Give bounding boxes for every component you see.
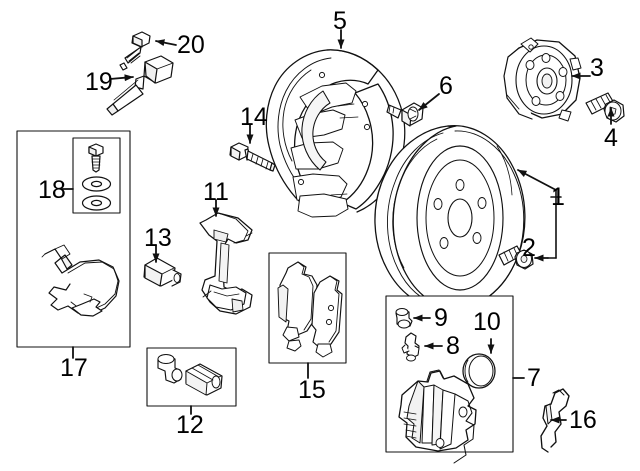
box-18-bolt-washer-kit [72, 137, 121, 214]
part-3-wheel-hub [503, 37, 582, 122]
callout-1[interactable]: 1 [551, 183, 565, 211]
callout-4[interactable]: 4 [604, 124, 618, 152]
callout-20[interactable]: 20 [177, 31, 205, 59]
callout-2[interactable]: 2 [522, 234, 536, 262]
callout-13[interactable]: 13 [144, 224, 172, 252]
box-12-guide-pin-kit [146, 347, 237, 407]
leader-lines [61, 29, 615, 424]
part-19-abs-sensor [106, 55, 174, 116]
callout-19[interactable]: 19 [85, 68, 113, 96]
callout-8[interactable]: 8 [446, 332, 460, 360]
part-6-shield-screw [386, 102, 424, 127]
callout-7[interactable]: 7 [527, 364, 541, 392]
callout-11[interactable]: 11 [203, 178, 229, 206]
part-20-flange-bolt [119, 31, 151, 71]
callout-14[interactable]: 14 [240, 103, 268, 131]
box-15-brake-pads [268, 252, 347, 364]
part-14-bracket-bolt [229, 142, 276, 172]
callout-9[interactable]: 9 [434, 304, 448, 332]
callout-15[interactable]: 15 [298, 376, 326, 404]
part-5-dust-shield [265, 49, 406, 218]
callout-6[interactable]: 6 [439, 72, 453, 100]
callout-16[interactable]: 16 [569, 406, 597, 434]
callout-17[interactable]: 17 [60, 354, 88, 382]
callout-3[interactable]: 3 [590, 54, 604, 82]
part-1-brake-rotor [374, 125, 526, 310]
part-4-hub-bolt [585, 92, 625, 123]
part-2-rotor-screw [498, 245, 534, 270]
box-17-harness-kit [16, 130, 131, 348]
callout-18[interactable]: 18 [38, 176, 66, 204]
callout-12[interactable]: 12 [176, 411, 204, 439]
callout-10[interactable]: 10 [473, 308, 501, 336]
part-13-guide-pin [143, 257, 182, 287]
callout-5[interactable]: 5 [333, 7, 347, 35]
part-11-caliper-bracket [199, 212, 253, 315]
box-7-caliper-kit [385, 295, 514, 464]
